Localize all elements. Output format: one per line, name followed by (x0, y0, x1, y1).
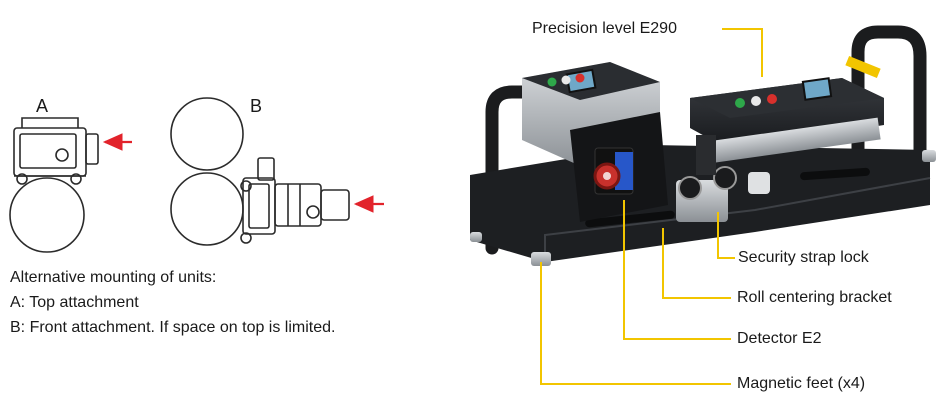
diagram-a-label: A (36, 96, 49, 116)
roller-bracket (676, 135, 770, 222)
shaft-circle-a (9, 177, 85, 253)
callout-roll-centering-bracket: Roll centering bracket (737, 289, 892, 306)
diagram-a (9, 117, 132, 253)
diagram-b (170, 97, 384, 246)
caption-item-b: B: Front attachment. If space on top is … (10, 319, 336, 336)
detector-unit (522, 62, 668, 222)
product-photo (470, 25, 936, 266)
callout-security-strap-lock: Security strap lock (738, 249, 869, 266)
unit-outline-a (13, 117, 99, 185)
callout-precision-level: Precision level E290 (532, 20, 677, 37)
diagram-b-label: B (250, 96, 263, 116)
brand-badge-shape (845, 55, 881, 79)
mounting-caption: Alternative mounting of units: A: Top at… (10, 265, 335, 340)
callout-detector: Detector E2 (737, 330, 822, 347)
shaft-circle-b-bottom (170, 172, 244, 246)
caption-title: Alternative mounting of units: (10, 269, 217, 286)
callout-leaders (540, 28, 763, 385)
caption-item-a: A: Top attachment (10, 294, 139, 311)
leader-precision-level (722, 28, 763, 77)
callout-magnetic-feet: Magnetic feet (x4) (737, 375, 866, 392)
handle-left (485, 85, 535, 255)
unit-outline-b (240, 157, 350, 244)
magnetic-feet (470, 150, 936, 266)
leader-magnetic-feet (540, 262, 731, 385)
precision-level-unit (690, 55, 884, 165)
leader-security-strap-lock (717, 212, 735, 259)
level-display (801, 77, 833, 101)
leader-roll-centering (662, 228, 731, 299)
handle-right (851, 25, 927, 167)
shaft-circle-b-top (170, 97, 244, 171)
leader-detector (623, 200, 731, 340)
